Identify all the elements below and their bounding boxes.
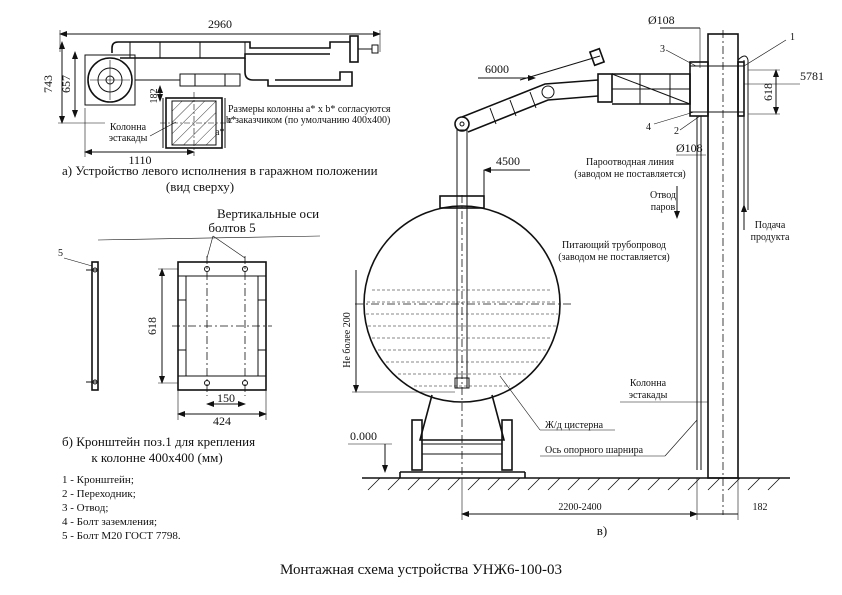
dim-743: 743 (41, 75, 55, 93)
dim-150: 150 (217, 391, 235, 405)
ground-hatch (367, 477, 781, 491)
counterweight (349, 35, 359, 63)
legend: 1 - Кронштейн; 2 - Переходник; 3 - Отвод… (62, 474, 181, 542)
legend-item-1: 1 - Кронштейн; (62, 474, 134, 486)
feed-pipe-label-1: Питающий трубопровод (562, 240, 666, 251)
dim-1110: 1110 (128, 153, 151, 167)
caption-b-line2: к колонне 400x400 (мм) (91, 450, 222, 465)
axis-b: b* (226, 115, 236, 126)
column-size-note-2: с заказчиком (по умолчанию 400x400) (228, 115, 390, 126)
caption-b-line1: б) Кронштейн поз.1 для крепления (62, 434, 255, 449)
dim-5781: 5781 (800, 69, 824, 83)
dim-618-b: 618 (145, 317, 159, 335)
view-c-side-view: 6000 4500 Ø108 3 1 4 2 Ø108 5781 618 Пар… (342, 13, 824, 538)
bracket-side-plate (91, 261, 99, 391)
feed-pipe-label-2: (заводом не поставляется) (558, 252, 670, 263)
dim-2960: 2960 (208, 17, 232, 31)
legend-item-4: 4 - Болт заземления; (62, 516, 157, 528)
steam-line-label-1: Пароотводная линия (586, 157, 674, 168)
bolt-axes-label-1: Вертикальные оси (217, 206, 319, 221)
caption-c: в) (597, 523, 607, 538)
hinge-wheel (87, 57, 133, 103)
vapor-label-2: паров (651, 202, 676, 213)
bolt-axes-label-2: болтов 5 (208, 220, 255, 235)
hinge-axis-label: Ось опорного шарнира (545, 445, 644, 456)
column-label-a-1: Колонна (110, 122, 147, 133)
page-title: Монтажная схема устройства УНЖ6-100-03 (280, 562, 562, 578)
dim-d108-top: Ø108 (648, 13, 675, 27)
level-0000: 0.000 (350, 429, 377, 443)
dim-657: 657 (59, 75, 73, 93)
dim-4500: 4500 (496, 154, 520, 168)
pos-3: 3 (660, 44, 665, 55)
arm-upper (461, 79, 599, 118)
dim-d108-mid: Ø108 (676, 141, 703, 155)
column-label-a-2: эстакады (109, 133, 148, 144)
pos-5-label: 5 (58, 248, 63, 259)
arm-pipe-upper (111, 41, 350, 53)
pos-4: 4 (646, 122, 651, 133)
column-size-note-1: Размеры колонны a* x b* согласуются (228, 104, 391, 115)
view-b-bracket: Вертикальные оси болтов 5 5 61 (58, 206, 321, 465)
dim-618-c: 618 (761, 83, 775, 101)
liquid-lines (366, 289, 558, 387)
legend-item-5: 5 - Болт М20 ГОСТ 7798. (62, 530, 181, 542)
legend-item-2: 2 - Переходник; (62, 488, 136, 500)
dim-6000: 6000 (485, 62, 509, 76)
view-a-top-view: 2960 743 657 (41, 17, 391, 194)
pos-2: 2 (674, 126, 679, 137)
product-label-1: Подача (755, 220, 786, 231)
dim-182-a: 182 (149, 89, 160, 104)
column-label-c-1: Колонна (630, 378, 667, 389)
arm-pipe-lower (244, 58, 353, 87)
column-label-c-2: эстакады (629, 390, 668, 401)
dim-max-200: Не более 200 (342, 312, 353, 367)
product-label-2: продукта (751, 232, 790, 243)
steam-line-label-2: (заводом не поставляется) (574, 169, 686, 180)
caption-a-line2: (вид сверху) (166, 179, 234, 194)
pos-1: 1 (790, 32, 795, 43)
axis-a: a* (215, 127, 224, 138)
dim-182-c: 182 (753, 502, 768, 513)
tank-label: Ж/д цистерна (545, 420, 604, 431)
caption-a-line1: а) Устройство левого исполнения в гаражн… (62, 163, 378, 178)
vapor-label-1: Отвод (650, 190, 676, 201)
dim-2200-2400: 2200-2400 (558, 502, 601, 513)
dim-424: 424 (213, 414, 231, 428)
legend-item-3: 3 - Отвод; (62, 502, 108, 514)
